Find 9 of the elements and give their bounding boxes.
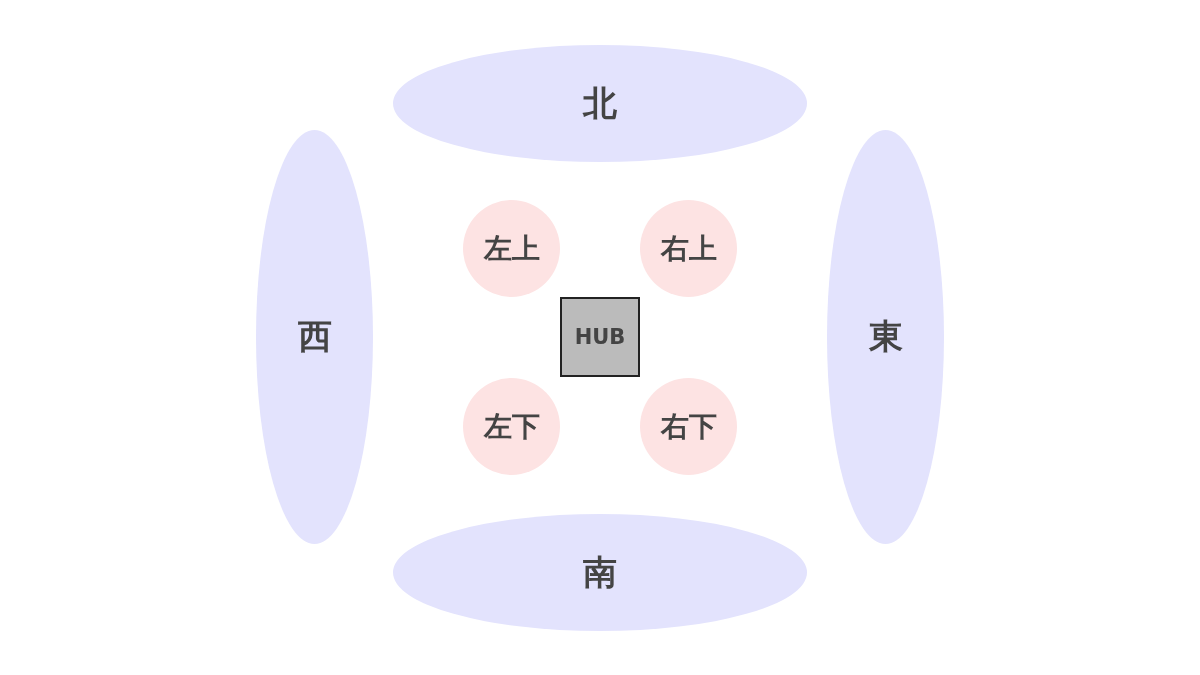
- corner-circle: 左下: [463, 378, 560, 475]
- corner-circle: 左上: [463, 200, 560, 297]
- hub-square: HUB: [560, 297, 640, 377]
- direction-ellipse: 東: [827, 130, 944, 544]
- direction-ellipse: 北: [393, 45, 807, 162]
- direction-ellipse: 西: [256, 130, 373, 544]
- corner-circle: 右下: [640, 378, 737, 475]
- corner-circle: 右上: [640, 200, 737, 297]
- direction-ellipse: 南: [393, 514, 807, 631]
